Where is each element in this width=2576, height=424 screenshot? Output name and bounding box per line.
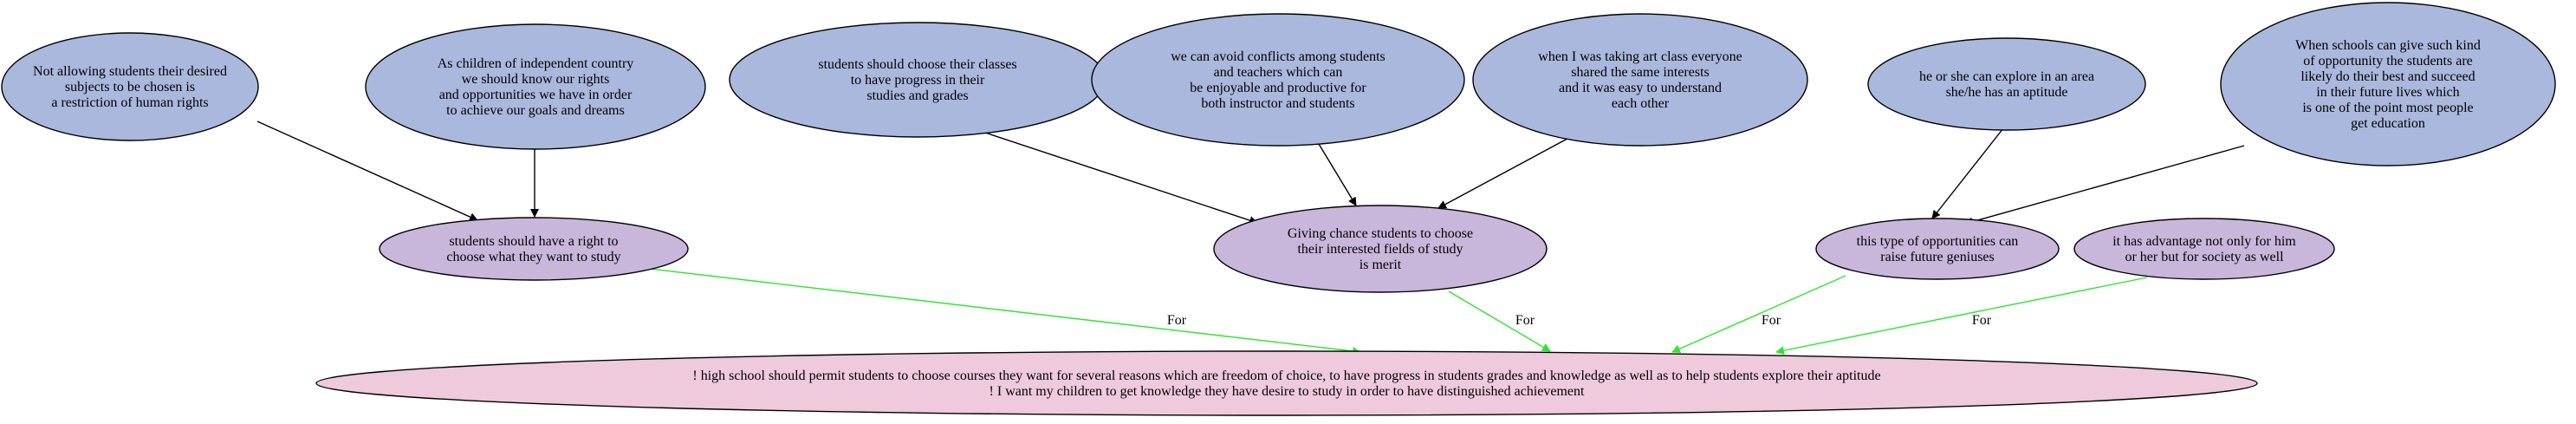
support-edge-arrow — [974, 128, 1258, 225]
node-text-line: we should know our rights — [462, 72, 610, 87]
node-premise-avoid-conflicts: we can avoid conflicts among studentsand… — [1091, 13, 1465, 147]
node-text-line: in their future lives which — [2316, 85, 2459, 100]
support-edge-arrow — [1315, 139, 1357, 206]
node-premise-art-class: when I was taking art class everyoneshar… — [1472, 13, 1808, 147]
node-text-line: get education — [2351, 116, 2425, 131]
node-text-line: when I was taking art class everyone — [1538, 49, 1742, 64]
node-ellipse — [1, 32, 259, 141]
node-text-line: their interested fields of study — [1297, 242, 1463, 257]
node-text-line: each other — [1612, 96, 1670, 111]
node-ellipse — [2220, 2, 2556, 166]
support-edge-arrow — [1437, 133, 1578, 209]
node-text-line: likely do their best and succeed — [2300, 69, 2475, 84]
support-edge-arrow — [1964, 145, 2245, 226]
node-text-line: raise future geniuses — [1880, 250, 1995, 264]
node-text-line: it has advantage not only for him — [2112, 234, 2296, 249]
edge-label-for: For — [1762, 313, 1781, 328]
edges-layer: For For For For — [256, 121, 2245, 356]
node-text-line: and teachers which can — [1214, 65, 1343, 80]
node-text-line: As children of independent country — [438, 56, 634, 71]
for-edge-arrow — [1448, 290, 1551, 352]
edge-label-for: For — [1972, 313, 1992, 328]
node-text-line: this type of opportunities can — [1857, 234, 2019, 249]
support-edge-arrow — [1931, 127, 2004, 219]
node-ellipse — [1815, 218, 2060, 280]
for-edge-arrow — [1671, 275, 1846, 353]
node-text-line: both instructor and students — [1201, 96, 1354, 111]
node-text-line: subjects to be chosen is — [65, 80, 195, 95]
node-conclusion: ! high school should permit students to … — [315, 350, 2258, 416]
node-text-line: is merit — [1359, 258, 1402, 272]
node-ellipse — [1472, 13, 1808, 147]
node-ellipse — [379, 217, 689, 281]
node-text-line: he or she can explore in an area — [1919, 69, 2094, 84]
node-text-line: of opportunity the students are — [2303, 54, 2473, 68]
node-text-line: we can avoid conflicts among students — [1171, 49, 1385, 64]
for-edge-arrow — [649, 268, 1361, 356]
for-edge-arrow — [1775, 277, 2148, 356]
edge-label-for: For — [1515, 313, 1535, 328]
node-text-line: Not allowing students their desired — [33, 64, 227, 79]
node-text-line: a restriction of human rights — [51, 95, 208, 110]
node-text-line: ! I want my children to get knowledge th… — [990, 384, 1585, 399]
node-text-line: ! high school should permit students to … — [692, 369, 1880, 383]
node-ellipse — [1867, 37, 2146, 131]
node-text-line: students should have a right to — [449, 234, 618, 249]
node-text-line: she/he has an aptitude — [1946, 85, 2068, 100]
node-text-line: to have progress in their — [851, 73, 985, 88]
node-text-line: students should choose their classes — [818, 57, 1016, 72]
node-ellipse — [315, 350, 2258, 416]
node-ellipse — [2073, 218, 2335, 280]
node-text-line: or her but for society as well — [2125, 250, 2284, 264]
node-ellipse — [1213, 205, 1548, 293]
node-premise-human-rights: Not allowing students their desiredsubje… — [1, 32, 259, 141]
node-ellipse — [1091, 13, 1465, 147]
nodes-layer: Not allowing students their desiredsubje… — [1, 2, 2556, 416]
node-text-line: studies and grades — [866, 88, 968, 103]
node-text-line: be enjoyable and productive for — [1190, 81, 1366, 95]
node-text-line: When schools can give such kind — [2295, 38, 2481, 53]
node-ellipse — [365, 23, 706, 150]
node-text-line: choose what they want to study — [446, 250, 620, 264]
node-text-line: and opportunities we have in order — [439, 88, 633, 102]
node-text-line: shared the same interests — [1571, 65, 1710, 80]
node-text-line: is one of the point most people — [2302, 101, 2473, 115]
node-text-line: Giving chance students to choose — [1288, 226, 1473, 241]
support-edge-arrow — [256, 121, 478, 221]
node-text-line: to achieve our goals and dreams — [446, 103, 625, 118]
node-text-line: and it was easy to understand — [1559, 81, 1722, 95]
edge-label-for: For — [1167, 313, 1187, 328]
